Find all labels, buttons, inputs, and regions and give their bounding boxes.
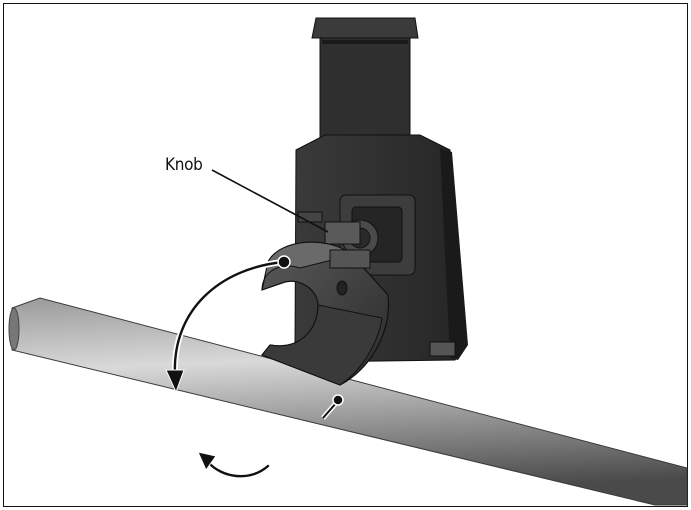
knob-leader-line bbox=[211, 169, 329, 233]
knob-label: Knob bbox=[165, 155, 203, 175]
handlebar-pipe bbox=[8, 297, 688, 506]
rotate-down-arrow-icon bbox=[165, 255, 291, 394]
figure-frame bbox=[3, 3, 688, 507]
rotate-pipe-arrow-icon bbox=[197, 451, 271, 480]
pointer-icon bbox=[321, 394, 344, 420]
pipe-clamp bbox=[261, 241, 390, 386]
